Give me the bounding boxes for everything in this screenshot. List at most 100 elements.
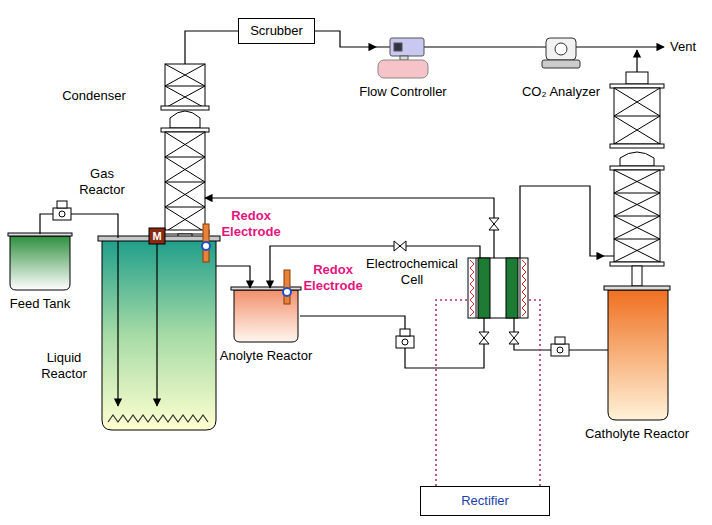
redox-electrode [284, 270, 290, 304]
electrochemical-cell-stack [478, 258, 490, 318]
equipment-label: Feed Tank [10, 296, 70, 312]
box-text: Scrubber [250, 23, 303, 39]
motor-box [149, 228, 165, 244]
vent-line [584, 46, 664, 47]
label-holder: Flow Controller [359, 84, 446, 100]
motor-box [149, 228, 165, 244]
power-wire [436, 300, 468, 486]
motor-label: M [152, 230, 161, 242]
electrode-label: Redox Electrode [216, 208, 286, 240]
feed-pipe [117, 241, 118, 406]
catholyte-column [614, 88, 660, 144]
pipe-line [520, 186, 604, 258]
electrochemical-cell-stack [468, 258, 528, 318]
co2-analyzer-icon [542, 60, 580, 68]
gas-reactor-column [161, 230, 209, 234]
catholyte-column [626, 72, 648, 84]
flow-controller-icon [394, 43, 402, 51]
valve-symbol [479, 332, 489, 344]
co2-analyzer-icon [538, 38, 584, 68]
electrochemical-cell-stack [506, 258, 518, 318]
electrochemical-cell-stack [468, 258, 528, 318]
vent-label: Vent [670, 39, 696, 55]
label-holder: Anolyte Reactor [220, 348, 313, 364]
heater-coil [108, 415, 208, 422]
redox-electrode [283, 270, 291, 304]
equipment-label: Electrochemical Cell [360, 256, 464, 288]
liquid-reactor: Liquid Reactor [102, 238, 216, 430]
catholyte-column [614, 170, 660, 262]
valve-symbol [509, 332, 519, 344]
condenser-column: Condenser [165, 64, 205, 108]
pump-symbol [396, 336, 414, 348]
equipment-label: Liquid Reactor [34, 350, 94, 382]
catholyte-column [614, 88, 660, 144]
label-holder: Electrochemical Cell [360, 256, 464, 288]
column-dome [161, 128, 209, 132]
anolyte-reactor: Anolyte Reactor [232, 288, 300, 342]
electrochemical-cell: Electrochemical Cell [468, 258, 528, 318]
pipe-line [205, 198, 494, 258]
pump-symbol [57, 201, 67, 208]
feed-pipe [117, 241, 118, 406]
electrochemical-cell-stack [522, 260, 526, 316]
catholyte-column [632, 266, 642, 286]
pump-symbol [551, 337, 569, 356]
redox-electrode [202, 224, 210, 262]
equipment-label: Condenser [54, 88, 134, 104]
power-wire [528, 300, 540, 486]
pump-symbol [59, 211, 65, 217]
stirrer-shaft [156, 244, 157, 406]
label-holder: Liquid Reactor [34, 350, 94, 382]
co2-analyzer-icon [546, 38, 576, 60]
pump-symbol [53, 201, 71, 220]
pump-symbol [402, 339, 408, 345]
label-holder: CO₂ Analyzer [522, 84, 600, 100]
flow-controller-icon [400, 56, 408, 60]
pipe-line [430, 46, 538, 47]
co2-analyzer: CO₂ Analyzer [538, 36, 584, 70]
equipment-label: Gas Reactor [70, 166, 134, 198]
equipment-label: Catholyte Reactor [585, 426, 689, 442]
heater-coil [108, 415, 208, 422]
flow-controller-icon [376, 38, 430, 78]
flow-controller-icon [378, 60, 428, 78]
label-holder: Gas Reactor [70, 166, 134, 198]
pipe-line [300, 316, 484, 368]
vent-line [584, 47, 664, 72]
pipe-line [270, 246, 480, 288]
catholyte-vessel [604, 286, 670, 420]
box-text: Rectifier [461, 493, 509, 509]
liquid-reactor-vessel [102, 240, 216, 430]
condenser-column [165, 64, 205, 108]
redox-electrode [283, 288, 291, 296]
condenser-column [161, 106, 209, 110]
equipment-label: Anolyte Reactor [220, 348, 313, 364]
vent-line [636, 50, 637, 72]
gas-reactor-column [165, 132, 205, 232]
pipe-line [216, 266, 250, 288]
pump-symbol [551, 344, 569, 356]
scrubber-box: Scrubber [238, 18, 315, 44]
co2-analyzer-icon [555, 43, 567, 55]
feed-tank-vessel [10, 236, 70, 290]
catholyte-reactor: Catholyte Reactor [604, 72, 670, 420]
equipment-label: Flow Controller [359, 84, 446, 100]
pipe-stub [604, 256, 614, 350]
catholyte-column [614, 170, 660, 262]
catholyte-column [610, 72, 664, 286]
gas-reactor-column: Gas Reactor [165, 132, 205, 232]
catholyte-vessel [608, 290, 668, 420]
catholyte-vessel [604, 286, 670, 290]
feed-tank-vessel [8, 233, 72, 290]
liquid-reactor-vessel [98, 236, 220, 430]
redox-electrode [202, 242, 210, 250]
pipe-line [315, 31, 376, 47]
equipment-label: CO₂ Analyzer [522, 84, 600, 100]
pump-symbol [557, 347, 563, 353]
